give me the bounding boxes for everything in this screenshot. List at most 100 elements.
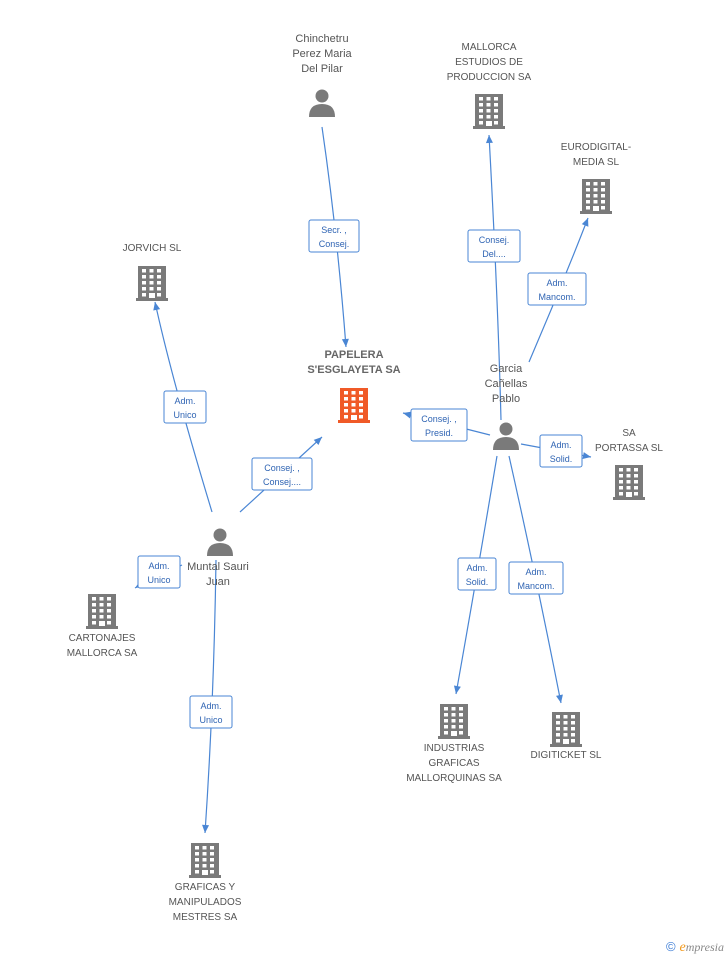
node-label: Perez Maria [292, 48, 352, 60]
edge-label-box [457, 557, 497, 591]
edge-label-line: Adm. [174, 396, 195, 406]
edge-label-line: Adm. [466, 563, 487, 573]
edge-muntal-to-cartonajes: Adm. Unico [134, 555, 183, 589]
arrowhead-icon [582, 452, 591, 459]
edge-label-line: Mancom. [517, 581, 554, 591]
person-icon [207, 528, 233, 556]
edge-garcia-to-eurodigital: Adm.Mancom. [527, 217, 589, 363]
node-digiticket[interactable]: DIGITICKET SL [531, 712, 602, 761]
edge-label-line: Secr. , [321, 225, 347, 235]
edge-label-box [539, 434, 583, 468]
edge-label[interactable]: Consej. , Consej.... [251, 457, 313, 491]
node-label: SA [622, 428, 636, 439]
node-label: ESTUDIOS DE [455, 57, 523, 68]
node-label: MALLORQUINAS SA [406, 773, 502, 784]
edge-label-box [137, 555, 181, 589]
edge-label-line: Consej. , [421, 414, 457, 424]
edge-muntal-to-graficas: Adm.Unico [189, 559, 233, 834]
edge-label-line: Del.... [482, 249, 506, 259]
edge-label-box [189, 695, 233, 729]
edge-garcia-to-digiticket: Adm. Mancom. [508, 455, 564, 704]
building-icon [136, 266, 168, 301]
node-label: GRAFICAS Y [175, 882, 236, 893]
edge-label[interactable]: Adm. Mancom. [508, 561, 564, 595]
edge-label-line: Unico [147, 575, 170, 585]
node-label: CARTONAJES [69, 633, 136, 644]
edge-label-line: Unico [199, 715, 222, 725]
arrowhead-icon [153, 302, 161, 311]
edge-label-line: Unico [173, 410, 196, 420]
node-papelera[interactable]: PAPELERA S'ESGLAYETA SA [307, 349, 401, 423]
building-icon [613, 465, 645, 500]
edge-label-line: Adm. [148, 561, 169, 571]
node-label: EURODIGITAL- [561, 142, 631, 153]
edge-label-box [527, 272, 587, 306]
edge-chinchetru-to-papelera: Secr. , Consej. [308, 126, 360, 348]
edge-label-box [163, 390, 207, 424]
arrowhead-icon [341, 338, 349, 347]
node-label: MANIPULADOS [169, 897, 242, 908]
edge-label-box [508, 561, 564, 595]
edge-label-line: Consej.... [263, 477, 301, 487]
edge-garcia-to-industrias: Adm. Solid. [453, 455, 498, 695]
edge-label-line: Adm. [525, 567, 546, 577]
edge-label[interactable]: Adm.Unico [189, 695, 233, 729]
edge-label-line: Consej. [319, 239, 350, 249]
edge-garcia-to-sa_portassa: Adm.Solid. [520, 434, 592, 468]
edge-label[interactable]: Adm.Solid. [539, 434, 583, 468]
person-icon [493, 422, 519, 450]
edge-garcia-to-papelera: Consej. ,Presid. [402, 408, 491, 442]
brand-logo-e: e [679, 940, 686, 955]
edge-muntal-to-papelera: Consej. , Consej.... [239, 436, 323, 513]
node-label: Juan [206, 576, 230, 588]
node-label: Cañellas [485, 378, 528, 390]
edge-label[interactable]: Adm. Solid. [457, 557, 497, 591]
building-icon [580, 179, 612, 214]
edge-label-line: Solid. [466, 577, 489, 587]
node-label: S'ESGLAYETA SA [307, 364, 400, 376]
building-icon [550, 712, 582, 747]
edge-label-box [467, 229, 521, 263]
arrowhead-icon [202, 824, 210, 833]
edge-label[interactable]: Adm.Mancom. [527, 272, 587, 306]
edge-label-box [410, 408, 468, 442]
arrowhead-icon [581, 218, 589, 227]
node-label: PAPELERA [324, 349, 383, 361]
copyright-symbol: © [665, 939, 676, 954]
node-jorvich[interactable]: JORVICH SL [123, 243, 182, 301]
node-label: MEDIA SL [573, 157, 620, 168]
node-label: Garcia [490, 363, 523, 375]
arrowhead-icon [453, 685, 461, 694]
person-icon [309, 89, 335, 117]
edge-label-line: Adm. [550, 440, 571, 450]
edge-label[interactable]: Adm. Unico [163, 390, 207, 424]
edge-label[interactable]: Adm. Unico [137, 555, 181, 589]
node-label: Muntal Sauri [187, 561, 249, 573]
building-icon [86, 594, 118, 629]
edge-muntal-to-jorvich: Adm. Unico [153, 301, 213, 513]
edge-label[interactable]: Secr. , Consej. [308, 219, 360, 253]
edge-label[interactable]: Consej. ,Presid. [410, 408, 468, 442]
arrowhead-icon [485, 135, 493, 144]
edge-label-line: Consej. [479, 235, 510, 245]
edge-label[interactable]: Consej. Del.... [467, 229, 521, 263]
node-eurodigital[interactable]: EURODIGITAL- MEDIA SL [561, 142, 631, 214]
arrowhead-icon [313, 437, 322, 445]
edge-label-box [251, 457, 313, 491]
edge-label-line: Consej. , [264, 463, 300, 473]
node-label: MALLORCA [461, 42, 516, 53]
node-label: MALLORCA SA [67, 648, 138, 659]
node-label: Chinchetru [295, 33, 348, 45]
brand-watermark: ©empresia [666, 939, 724, 956]
node-cartonajes[interactable]: CARTONAJES MALLORCA SA [67, 594, 138, 659]
arrowhead-icon [403, 411, 412, 419]
node-label: INDUSTRIAS [424, 743, 485, 754]
